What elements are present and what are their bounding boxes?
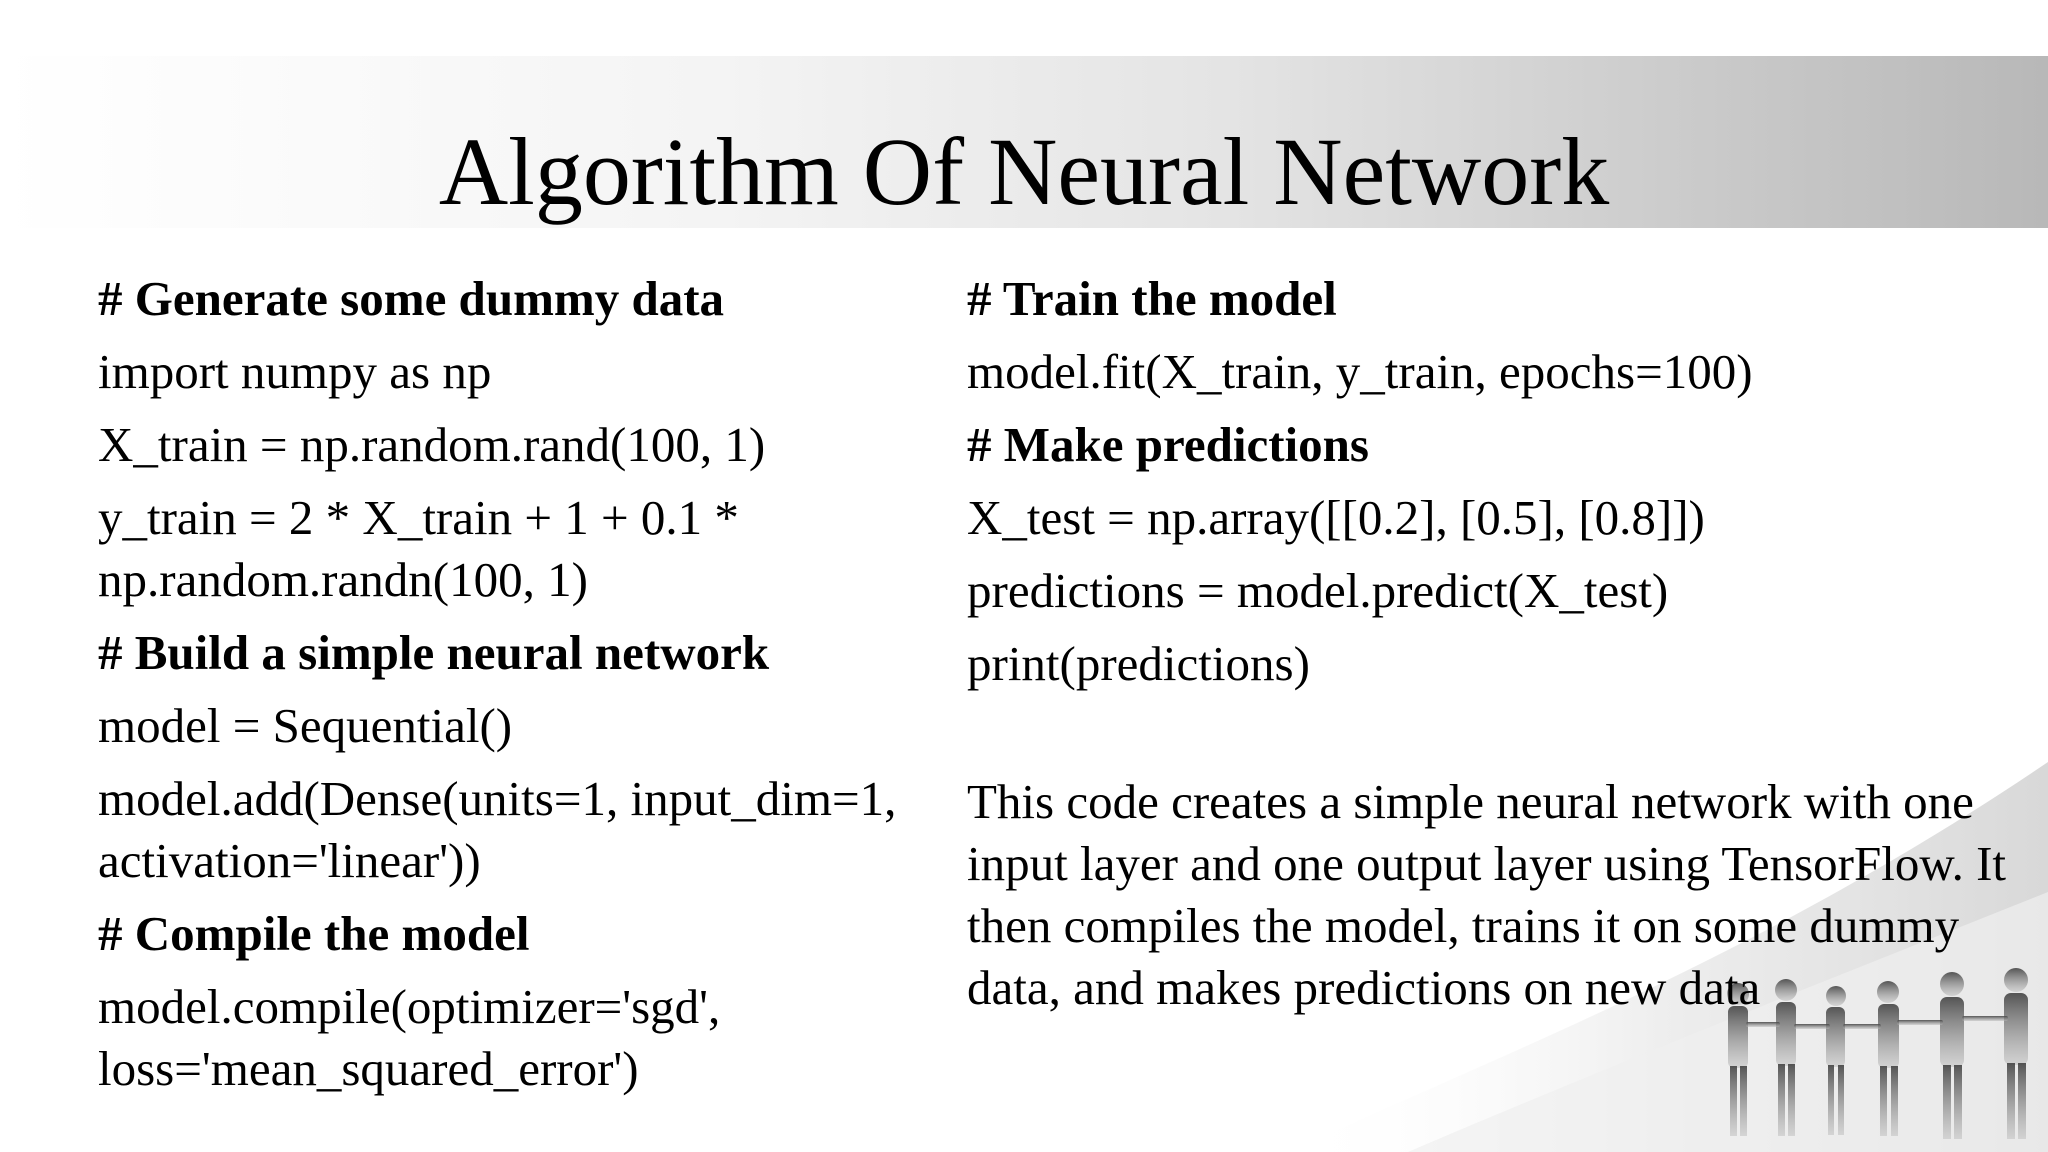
slide-title: Algorithm Of Neural Network bbox=[438, 118, 1610, 225]
code-model-add: model.add(Dense(units=1, input_dim=1, ac… bbox=[98, 771, 897, 888]
code-import-numpy: import numpy as np bbox=[98, 344, 492, 399]
comment-build-network: # Build a simple neural network bbox=[98, 625, 770, 680]
code-x-test: X_test = np.array([[0.2], [0.5], [0.8]]) bbox=[967, 490, 1705, 545]
code-model-compile: model.compile(optimizer='sgd', loss='mea… bbox=[98, 979, 721, 1096]
code-x-train: X_train = np.random.rand(100, 1) bbox=[98, 417, 766, 472]
comment-generate-data: # Generate some dummy data bbox=[98, 271, 725, 326]
code-predictions: predictions = model.predict(X_test) bbox=[967, 563, 1669, 618]
code-model-fit: model.fit(X_train, y_train, epochs=100) bbox=[967, 344, 1753, 399]
code-y-train: y_train = 2 * X_train + 1 + 0.1 * np.ran… bbox=[98, 490, 739, 607]
comment-compile-model: # Compile the model bbox=[98, 906, 530, 961]
comment-make-predictions: # Make predictions bbox=[967, 417, 1369, 472]
title-band bbox=[0, 56, 2048, 228]
right-code-column: # Train the model model.fit(X_train, y_t… bbox=[967, 268, 2007, 1068]
code-model-sequential: model = Sequential() bbox=[98, 698, 513, 753]
people-silhouette-background bbox=[1288, 762, 2048, 1152]
code-print: print(predictions) bbox=[967, 636, 1310, 691]
comment-train-model: # Train the model bbox=[967, 271, 1337, 326]
description-paragraph: This code creates a simple neural networ… bbox=[967, 774, 2007, 1015]
left-code-column: # Generate some dummy data import numpy … bbox=[98, 268, 948, 1111]
